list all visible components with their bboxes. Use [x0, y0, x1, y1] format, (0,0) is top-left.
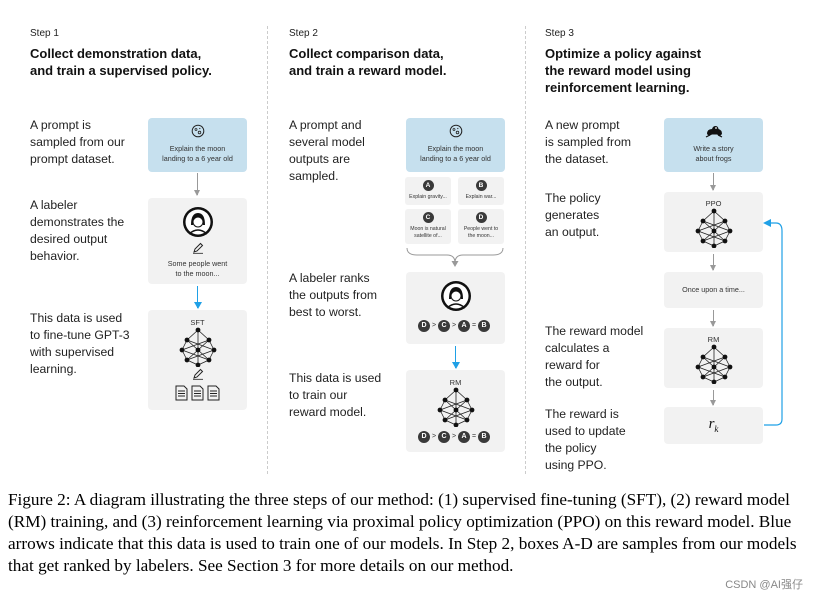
step-1-desc-finetune: This data is used to fine-tune GPT-3 wit…	[30, 311, 130, 376]
rm-label: RM	[449, 378, 462, 387]
step-1-sft-box: SFT	[148, 310, 247, 410]
sample-box-b: B Explain war...	[458, 177, 504, 205]
neural-network-icon	[179, 327, 217, 367]
figure-caption: Figure 2: A diagram illustrating the thr…	[8, 490, 797, 575]
step-1-arrow-1	[194, 173, 200, 196]
step-2-labeler-box: D>C>A=B	[406, 272, 505, 344]
ranking-row: D>C>A=B	[418, 320, 490, 332]
sample-box-a: A Explain gravity...	[405, 177, 451, 205]
step-1-blue-arrow	[193, 286, 202, 309]
neural-network-icon	[437, 387, 475, 427]
step-3-output-box: Once upon a time...	[664, 272, 763, 308]
step-2-desc-sample: A prompt and several model outputs are s…	[289, 118, 365, 183]
watermark: CSDN @AI强仔	[725, 579, 803, 591]
pencil-icon	[193, 368, 204, 380]
step-3-rm-box: RM	[664, 328, 763, 388]
step-3-title: Optimize a policy against the reward mod…	[545, 46, 702, 95]
labeler-avatar-icon	[183, 207, 213, 237]
step-3-prompt-box: Write a story about frogs	[664, 118, 763, 172]
documents-icon	[175, 385, 220, 401]
step-3-arrow-4	[710, 390, 716, 406]
divider-1	[267, 26, 268, 474]
brace-connector	[406, 247, 504, 267]
step-1-title: Collect demonstration data, and train a …	[30, 46, 212, 78]
step-3-arrow-1	[710, 173, 716, 191]
sample-box-d: D People went to the moon...	[458, 209, 504, 244]
step-3-desc-prompt: A new prompt is sampled from the dataset…	[545, 118, 632, 166]
step-3-desc-policy: The policy generates an output.	[545, 191, 601, 239]
step-2-desc-train: This data is used to train our reward mo…	[289, 371, 382, 419]
step-2-prompt-box: Explain the moon landing to a 6 year old	[406, 118, 505, 172]
sft-label: SFT	[190, 318, 205, 327]
step-2-label: Step 2	[289, 28, 318, 39]
step-1-desc-demonstrate: A labeler demonstrates the desired outpu…	[30, 198, 125, 263]
neural-network-icon	[695, 208, 733, 248]
reward-symbol: rk	[708, 416, 719, 434]
step-3-ppo-box: PPO	[664, 192, 763, 252]
step-2-desc-rank: A labeler ranks the outputs from best to…	[289, 271, 378, 319]
step-1-label: Step 1	[30, 28, 59, 39]
step-3-reward-box: rk	[664, 407, 763, 444]
step-1-desc-prompt: A prompt is sampled from our prompt data…	[30, 118, 125, 166]
moon-icon	[449, 124, 463, 138]
sample-box-c: C Moon is natural satellite of...	[405, 209, 451, 244]
step-3-arrow-2	[710, 254, 716, 271]
rm-label: RM	[707, 335, 720, 344]
step-3-arrow-3	[710, 310, 716, 327]
ppo-label: PPO	[705, 199, 722, 208]
step-3-desc-update: The reward is used to update the policy …	[545, 407, 626, 472]
step-2-title: Collect comparison data, and train a rew…	[289, 46, 447, 78]
step-3-desc-reward-model: The reward model calculates a reward for…	[545, 324, 644, 389]
frog-icon	[705, 126, 723, 138]
ranking-row: D>C>A=B	[418, 431, 490, 443]
step-2-blue-arrow	[451, 346, 460, 369]
labeler-avatar-icon	[441, 281, 471, 311]
neural-network-icon	[695, 344, 733, 384]
step-3-label: Step 3	[545, 28, 574, 39]
moon-icon	[191, 124, 205, 138]
step-1-prompt-box: Explain the moon landing to a 6 year old	[148, 118, 247, 172]
pencil-icon	[193, 242, 204, 254]
step-3-feedback-arrow	[763, 219, 783, 426]
step-1-demo-box: Some people went to the moon...	[148, 198, 247, 284]
step-2-rm-box: RM D>C>A=B	[406, 370, 505, 452]
divider-2	[525, 26, 526, 474]
